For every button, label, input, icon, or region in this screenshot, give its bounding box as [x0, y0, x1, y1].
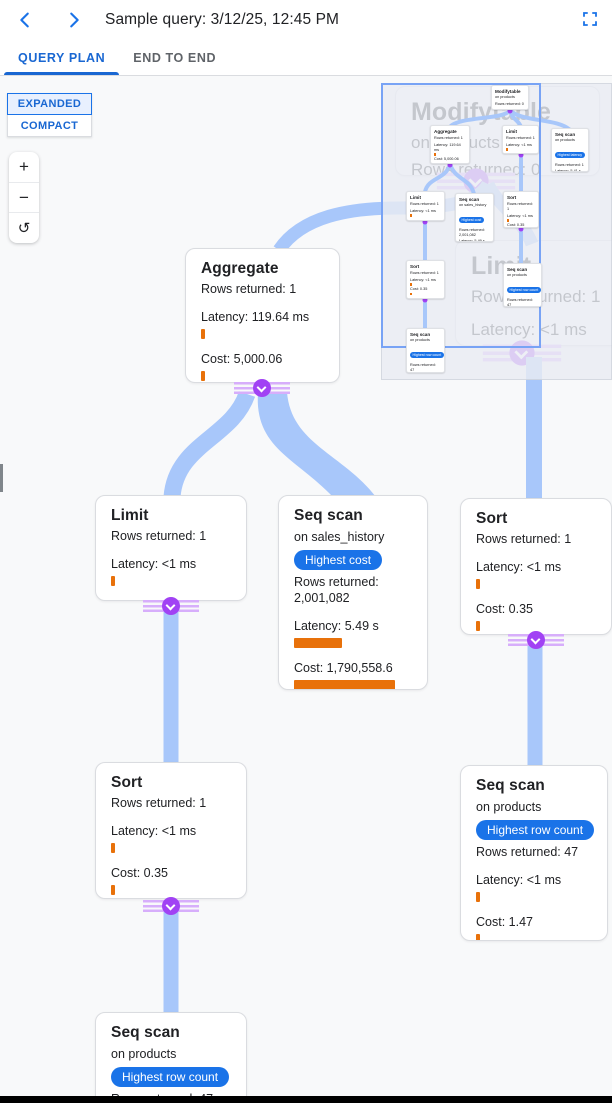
bottom-black-bar: [0, 1096, 612, 1103]
expanded-button[interactable]: EXPANDED: [7, 93, 92, 115]
minimap[interactable]: Modifytable on products Rows returned: 0…: [381, 83, 612, 380]
latency: Latency: <1 ms: [476, 560, 562, 574]
collapse-button[interactable]: [234, 379, 290, 397]
tab-query-plan-label: QUERY PLAN: [18, 50, 106, 65]
minimap-node-sort-left: Sort Rows returned: 1 Latency: <1 ms Cos…: [406, 260, 445, 299]
cost-bar: [476, 934, 480, 940]
cost: Cost: 1.47: [476, 915, 533, 929]
highest-row-count-badge: Highest row count: [111, 1067, 230, 1087]
minimap-node-seq-scan-row-count-right: Seq scan on products Highest row count R…: [503, 263, 542, 307]
plan-node-sort-right[interactable]: Sort Rows returned: 1 Latency: <1 ms Cos…: [460, 498, 612, 635]
plan-node-seq-scan-sales-history[interactable]: Seq scan on sales_history Highest cost R…: [278, 495, 428, 690]
cost-bar: [201, 371, 205, 381]
latency: Latency: <1 ms: [111, 824, 197, 838]
latency: Latency: <1 ms: [476, 873, 562, 887]
chevron-down-icon: [162, 897, 180, 915]
collapse-button[interactable]: [143, 897, 199, 915]
chevron-down-icon: [162, 597, 180, 615]
fullscreen-icon: [583, 12, 597, 26]
fullscreen-button[interactable]: [579, 8, 601, 30]
cost-bar: [294, 680, 395, 689]
rows-returned: Rows returned: 47: [111, 1091, 231, 1096]
latency-bar: [111, 576, 115, 586]
rows-returned: Rows returned: 2,001,082: [294, 575, 379, 605]
latency-bar: [111, 843, 115, 853]
node-table: on products: [111, 1047, 177, 1061]
plan-node-aggregate[interactable]: Aggregate Rows returned: 1 Latency: 119.…: [185, 248, 340, 383]
node-title: Seq scan: [111, 1024, 180, 1041]
node-title: Aggregate: [201, 260, 279, 277]
page-title: Sample query: 3/12/25, 12:45 PM: [105, 11, 340, 28]
cost: Cost: 5,000.06: [201, 352, 283, 366]
compact-label: COMPACT: [20, 119, 79, 132]
zoom-reset-button[interactable]: ↺: [9, 212, 39, 242]
latency-bar: [294, 638, 342, 648]
minimap-viewport[interactable]: [381, 83, 541, 348]
plan-node-seq-scan-products-bottom[interactable]: Seq scan on products Highest row count R…: [95, 1012, 247, 1096]
left-scrollbar-thumb[interactable]: [0, 464, 3, 492]
cost-bar: [476, 621, 480, 631]
rows-returned: Rows returned: 1: [476, 532, 572, 546]
highest-row-count-badge: Highest row count: [476, 820, 595, 840]
layout-mode-toggle: EXPANDED COMPACT: [7, 93, 92, 137]
compact-button[interactable]: COMPACT: [7, 115, 92, 137]
chevron-down-icon: [527, 631, 545, 649]
minimap-node-limit: Limit Rows returned: 1 Latency: <1 ms: [406, 191, 445, 221]
node-title: Limit: [111, 507, 149, 524]
minimap-node-seq-scan-row-count-left: Seq scan on products Highest row count R…: [406, 328, 445, 373]
node-table: on sales_history: [294, 530, 385, 544]
previous-query-button[interactable]: [13, 8, 37, 32]
wide-edge: [257, 392, 376, 497]
tab-end-to-end-label: END TO END: [133, 50, 217, 65]
minus-icon: −: [19, 187, 29, 207]
cost-bar: [111, 885, 115, 895]
node-title: Sort: [476, 510, 508, 527]
next-query-button[interactable]: [62, 8, 86, 32]
minimap-node-seq-scan-highest-cost: Seq scan on sales_history Highest cost R…: [455, 193, 494, 242]
latency: Latency: 119.64 ms: [201, 310, 310, 324]
node-table: on products: [476, 800, 542, 814]
latency: Latency: 5.49 s: [294, 619, 379, 633]
node-title: Seq scan: [476, 777, 545, 794]
rows-returned: Rows returned: 47: [476, 845, 579, 859]
minimap-node-limit-top: Limit Rows returned: 1 Latency: <1 ms: [502, 125, 539, 154]
tab-bar: QUERY PLAN END TO END: [0, 40, 612, 76]
zoom-in-button[interactable]: +: [9, 152, 39, 182]
collapse-button[interactable]: [508, 631, 564, 649]
collapse-button[interactable]: [143, 597, 199, 615]
plan-node-limit[interactable]: Limit Rows returned: 1 Latency: <1 ms: [95, 495, 247, 601]
node-title: Sort: [111, 774, 143, 791]
latency-bar: [476, 579, 480, 589]
chevron-right-icon: [70, 12, 79, 28]
plan-node-sort-left[interactable]: Sort Rows returned: 1 Latency: <1 ms Cos…: [95, 762, 247, 899]
highest-cost-badge: Highest cost: [294, 550, 383, 570]
minimap-node-aggregate: Aggregate Rows returned: 1 Latency: 119.…: [430, 125, 470, 164]
rows-returned: Rows returned: 1: [111, 796, 207, 810]
chevron-down-icon: [253, 379, 271, 397]
minimap-node-sort-right: Sort Rows returned: 1 Latency: <1 ms Cos…: [503, 191, 539, 228]
cost: Cost: 1,790,558.6: [294, 661, 393, 675]
minimap-node-seq-scan-highest-latency: Seq scan on products Highest latency Row…: [551, 128, 589, 172]
plus-icon: +: [19, 157, 29, 176]
cost: Cost: 0.35: [476, 602, 533, 616]
reset-zoom-icon: ↺: [17, 218, 31, 237]
latency: Latency: <1 ms: [111, 557, 197, 571]
zoom-out-button[interactable]: −: [9, 182, 39, 212]
plan-canvas[interactable]: Modifytable on products Rows returned: 0…: [0, 76, 612, 1096]
rows-returned: Rows returned: 1: [111, 529, 207, 543]
latency-bar: [476, 892, 480, 902]
cost: Cost: 0.35: [111, 866, 168, 880]
tab-end-to-end[interactable]: END TO END: [119, 40, 230, 75]
minimap-node-modifytable: Modifytable on products Rows returned: 0: [491, 85, 529, 110]
tab-query-plan[interactable]: QUERY PLAN: [4, 40, 120, 75]
zoom-controls: + − ↺: [9, 152, 39, 243]
latency-bar: [201, 329, 205, 339]
node-title: Seq scan: [294, 507, 363, 524]
rows-returned: Rows returned: 1: [201, 282, 297, 296]
chevron-left-icon: [20, 12, 29, 28]
plan-node-seq-scan-products-right[interactable]: Seq scan on products Highest row count R…: [460, 765, 608, 941]
header-bar: Sample query: 3/12/25, 12:45 PM: [0, 0, 612, 40]
expanded-label: EXPANDED: [17, 98, 82, 110]
